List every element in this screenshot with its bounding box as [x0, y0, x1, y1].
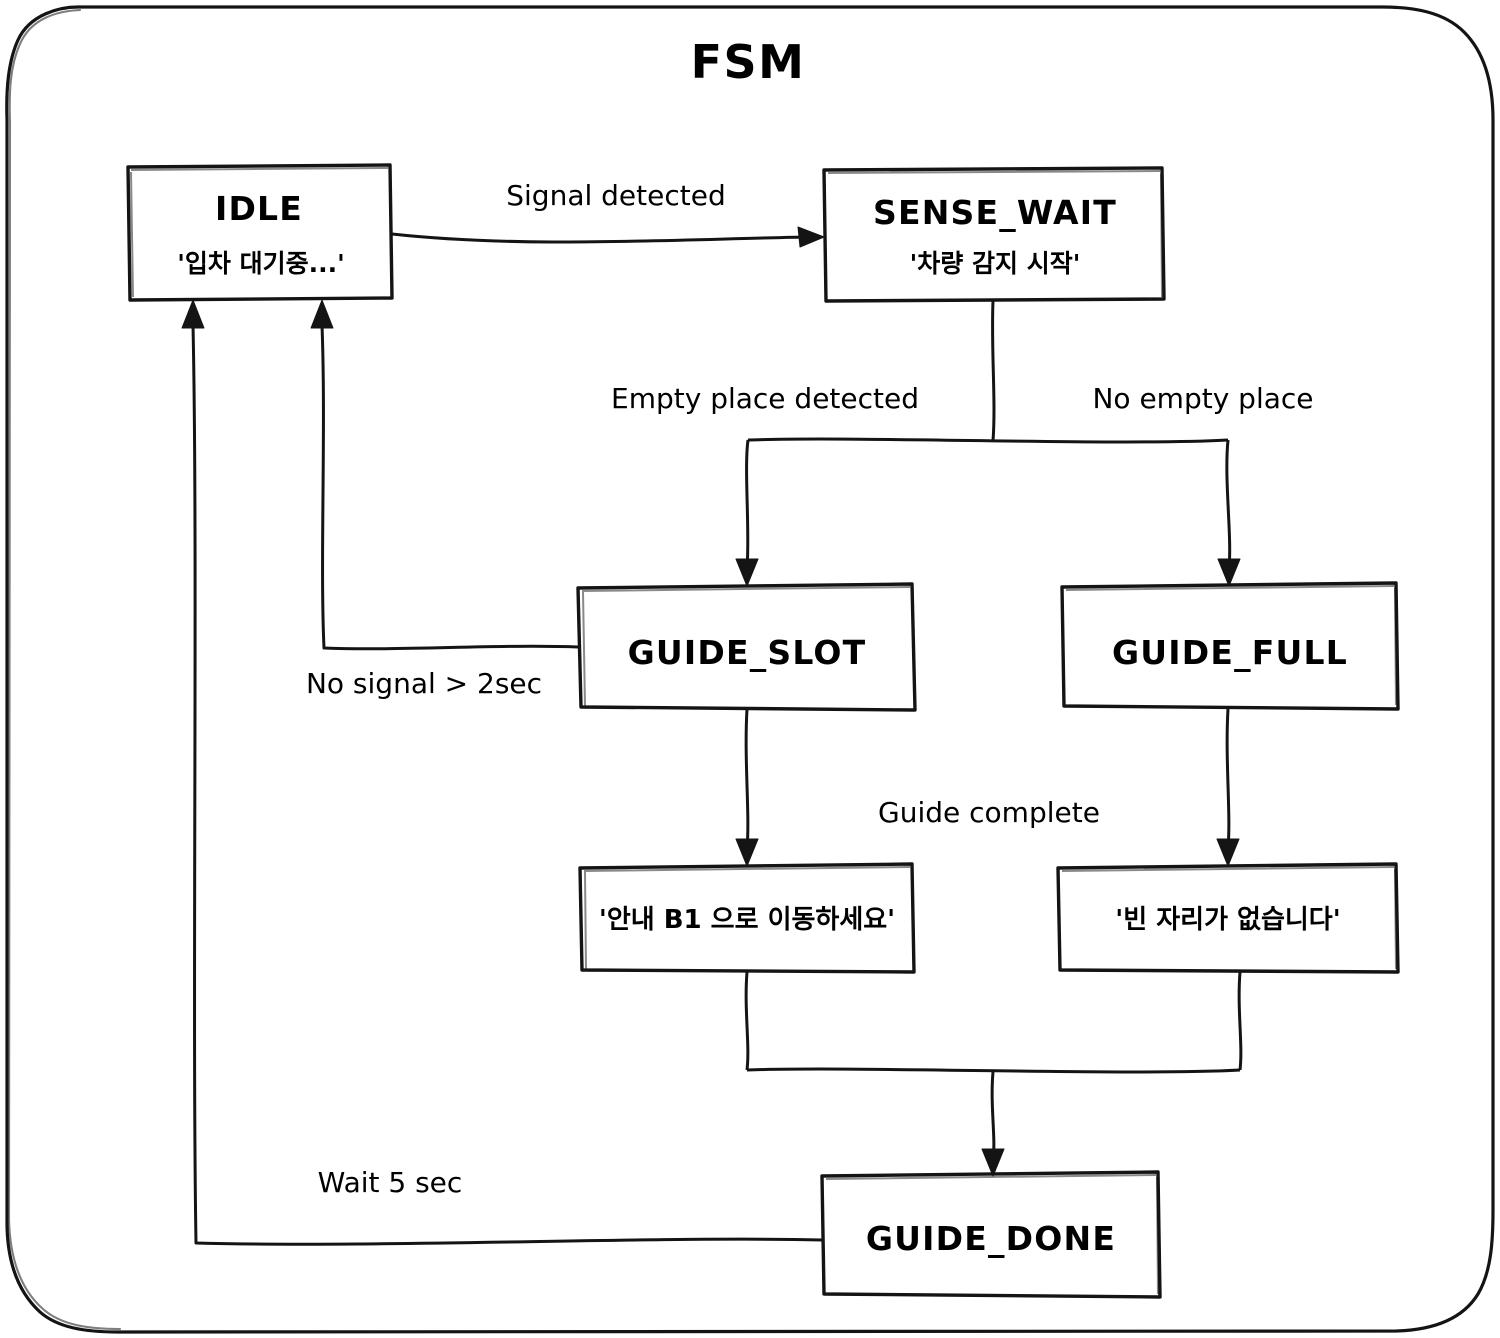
edge-label-no-empty-place: No empty place — [1092, 382, 1313, 415]
node-guide-slot-shape — [576, 582, 917, 712]
node-guide-full[interactable]: GUIDE_FULL — [1060, 581, 1400, 711]
node-idle-sublabel: '입차 대기중...' — [177, 249, 345, 278]
node-sense-wait[interactable]: SENSE_WAIT '차량 감지 시작' — [822, 166, 1166, 303]
node-msg-slot-label: '안내 B1 으로 이동하세요' — [599, 905, 895, 935]
node-guide-done-shape-overdraw — [825, 1174, 1159, 1295]
node-guide-slot-label: GUIDE_SLOT — [628, 633, 867, 672]
node-msg-full-label: '빈 자리가 없습니다' — [1115, 905, 1340, 935]
edge-sense-wait-to-guide-slot-line — [745, 439, 750, 569]
edge-label-guide-complete: Guide complete — [878, 796, 1100, 829]
edge-guide-done-to-idle: Wait 5 sec — [181, 299, 823, 1246]
edge-label-empty-place-detected: Empty place detected — [611, 382, 919, 415]
outer-frame-border-overdraw — [7, 8, 122, 1331]
node-sense-wait-shape — [822, 166, 1166, 303]
node-guide-slot[interactable]: GUIDE_SLOT — [576, 582, 917, 712]
edge-guide-slot-to-msg-slot-line — [744, 708, 750, 849]
edge-idle-to-sense-wait: Signal detected — [391, 179, 825, 248]
node-sense-wait-sublabel: '차량 감지 시작' — [910, 249, 1081, 278]
edge-sense-wait-to-guide-full-arrowhead — [1217, 558, 1241, 587]
diagram-title: FSM — [691, 35, 806, 89]
edge-sense-wait-to-guide-slot: Empty place detected — [611, 382, 919, 587]
edge-sense-wait-to-guide-full-line — [1225, 439, 1232, 569]
edge-msg-slot-drop — [744, 971, 750, 1071]
edge-sense-wait-to-guide-slot-arrowhead — [735, 558, 759, 587]
node-guide-slot-shape-overdraw — [581, 586, 911, 707]
node-idle-shape — [126, 163, 394, 302]
node-msg-full-shape — [1056, 862, 1400, 974]
outer-frame-border — [5, 5, 1495, 1334]
edge-idle-to-sense-wait-arrowhead — [797, 226, 825, 248]
edge-guide-full-to-msg-full-line — [1225, 708, 1231, 849]
node-sense-wait-label: SENSE_WAIT — [873, 193, 1117, 232]
edge-guide-done-to-idle-arrowhead — [181, 299, 205, 329]
edge-sense-wait-split — [747, 300, 1229, 444]
node-guide-full-shape-overdraw — [1065, 585, 1397, 706]
edge-merge-stem — [990, 1071, 996, 1159]
edge-sense-wait-split-bar — [747, 437, 1229, 444]
edge-sense-wait-stem — [991, 300, 996, 442]
node-guide-full-label: GUIDE_FULL — [1112, 633, 1348, 672]
node-guide-done-label: GUIDE_DONE — [866, 1219, 1116, 1258]
edge-merge-bar — [746, 1067, 1241, 1074]
edge-msg-full-drop — [1237, 971, 1243, 1071]
node-sense-wait-shape-overdraw — [827, 170, 1163, 298]
node-msg-slot-shape-overdraw — [583, 866, 911, 970]
outer-frame — [5, 5, 1495, 1334]
edge-label-no-signal-2sec: No signal > 2sec — [306, 667, 542, 700]
edge-merge-arrowhead — [981, 1148, 1005, 1177]
node-msg-slot[interactable]: '안내 B1 으로 이동하세요' — [578, 862, 916, 974]
edge-msgs-to-guide-done — [744, 971, 1243, 1177]
edge-guide-full-to-msg-full-arrowhead — [1216, 838, 1240, 867]
edge-guide-slot-to-idle-arrowhead — [310, 299, 334, 329]
edge-guide-full-to-msg-full: Guide complete — [878, 708, 1240, 867]
edge-label-wait-5-sec: Wait 5 sec — [318, 1166, 463, 1199]
edge-guide-slot-to-msg-slot-arrowhead — [735, 838, 759, 867]
node-guide-full-shape — [1060, 581, 1400, 711]
node-msg-slot-shape — [578, 862, 916, 974]
edge-guide-slot-to-idle: No signal > 2sec — [306, 299, 579, 700]
node-idle[interactable]: IDLE '입차 대기중...' — [126, 163, 394, 302]
node-idle-shape-overdraw — [130, 167, 389, 298]
edge-guide-slot-to-msg-slot — [735, 708, 759, 867]
edge-idle-to-sense-wait-line — [391, 232, 807, 244]
node-guide-done-shape — [820, 1170, 1162, 1299]
edge-label-signal-detected: Signal detected — [506, 179, 726, 212]
edge-guide-done-to-idle-line — [191, 324, 823, 1246]
node-msg-full-shape-overdraw — [1061, 866, 1397, 970]
node-idle-label: IDLE — [215, 189, 303, 228]
node-guide-done[interactable]: GUIDE_DONE — [820, 1170, 1162, 1299]
node-msg-full[interactable]: '빈 자리가 없습니다' — [1056, 862, 1400, 974]
edge-guide-slot-to-idle-line — [320, 324, 579, 651]
edge-sense-wait-to-guide-full: No empty place — [1092, 382, 1314, 587]
